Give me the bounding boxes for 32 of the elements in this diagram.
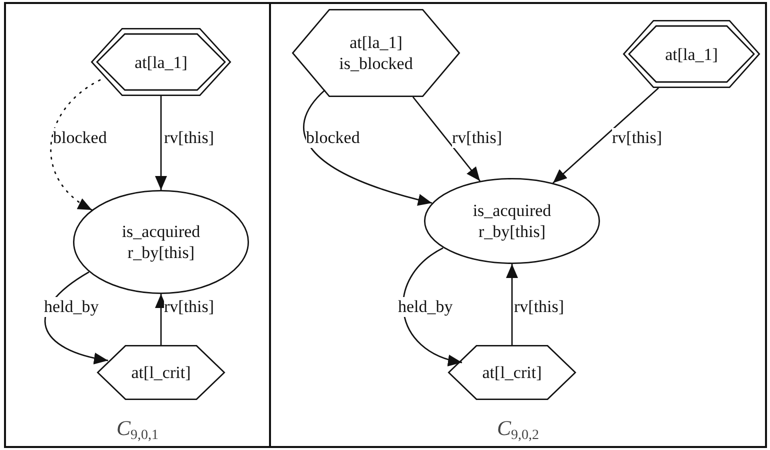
ellipse-node xyxy=(73,190,249,294)
ellipse-node xyxy=(424,178,600,264)
edge-label: rv[this] xyxy=(514,297,564,317)
edge-label: blocked xyxy=(306,128,360,148)
hexagon-node xyxy=(97,345,225,400)
edge-label: rv[this] xyxy=(452,128,502,148)
hexagon-node xyxy=(448,345,576,400)
edge-label: rv[this] xyxy=(164,128,214,148)
arrow xyxy=(506,264,518,346)
node-label: at[l_crit] xyxy=(131,362,191,383)
arrow xyxy=(402,247,462,366)
edge-label: rv[this] xyxy=(612,128,662,148)
hexagon-node xyxy=(292,9,460,97)
dotted-arrow xyxy=(50,79,101,211)
node-label: is_acquired r_by[this] xyxy=(120,221,202,263)
edge-label: held_by xyxy=(44,297,99,317)
node-label: at[l_crit] xyxy=(482,362,542,383)
arrow xyxy=(552,87,659,184)
panel-caption: C$_{9,0,1}$ xyxy=(115,416,160,444)
node-label: at[la_1] xyxy=(665,44,718,64)
double-hexagon-node xyxy=(91,28,231,96)
arrow xyxy=(303,90,432,206)
edge-label: rv[this] xyxy=(164,297,214,317)
arrow xyxy=(412,96,481,182)
panel-caption: C$_{9,0,2}$ xyxy=(496,416,540,444)
node-label: is_acquired r_by[this] xyxy=(472,200,552,242)
arrow xyxy=(155,96,167,190)
edge-label: held_by xyxy=(398,297,453,317)
double-hexagon-node xyxy=(623,20,760,88)
node-label: at[la_1] is_blocked xyxy=(338,32,414,74)
panel-frame xyxy=(269,2,767,448)
node-label: at[la_1] xyxy=(134,52,188,72)
